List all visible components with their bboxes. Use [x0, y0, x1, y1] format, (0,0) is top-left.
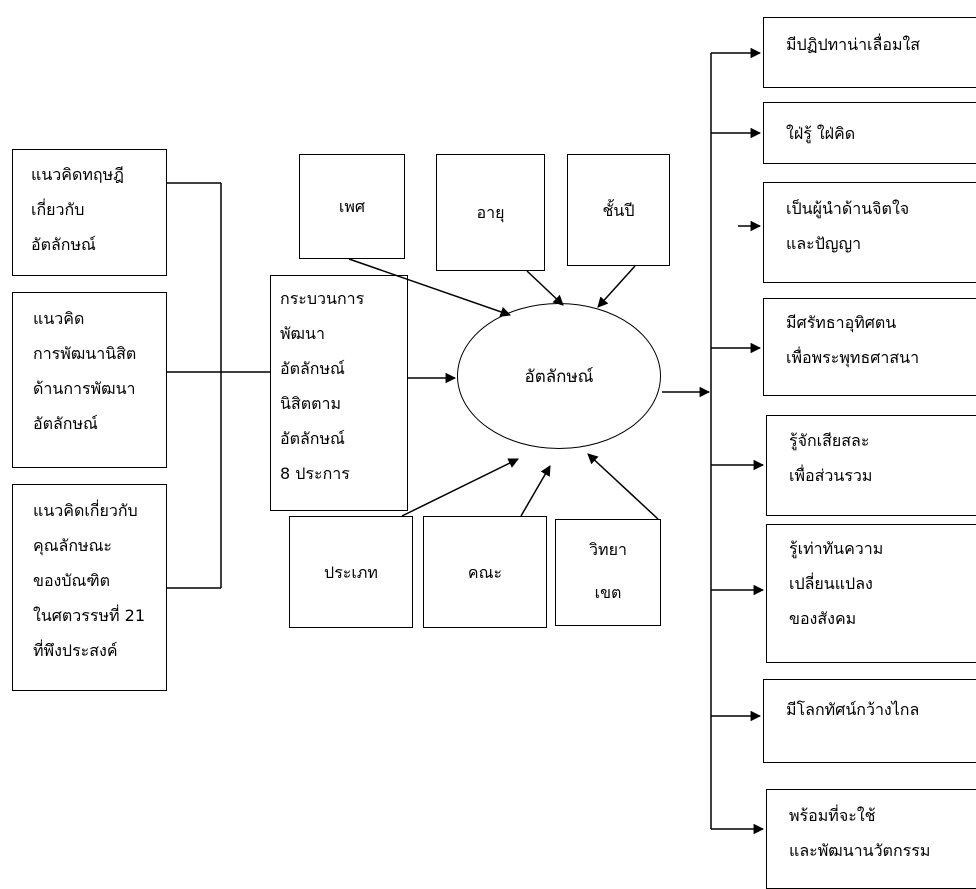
concept-line: ในศตวรรษที่ 21 — [33, 606, 146, 625]
concept-line: คุณลักษณะ — [33, 536, 113, 555]
outcome-line: มีโลกทัศน์กว้างไกล — [786, 700, 920, 719]
concept-box-theory: แนวคิดทฤษฎี เกี่ยวกับ อัตลักษณ์ — [12, 149, 167, 276]
concept-line: ด้านการพัฒนา — [33, 379, 136, 398]
outcome-line: รู้เท่าทันความ — [789, 539, 884, 558]
factor-label: เขต — [594, 583, 622, 602]
factor-label: วิทยา — [589, 540, 627, 559]
process-line: อัตลักษณ์ — [280, 429, 345, 448]
outcome-line: เป็นผู้นำด้านจิตใจ — [786, 199, 910, 218]
outcome-line: และพัฒนานวัตกรรม — [789, 841, 931, 860]
outcome-line: พร้อมที่จะใช้ — [789, 806, 876, 825]
arrow-faculty-to-center — [520, 465, 551, 517]
outcome-box-6: รู้เท่าทันความ เปลี่ยนแปลง ของสังคม — [766, 524, 976, 663]
factor-box-age: อายุ — [436, 154, 545, 271]
concept-box-development: แนวคิด การพัฒนานิสิต ด้านการพัฒนา อัตลัก… — [12, 292, 167, 468]
process-line: 8 ประการ — [280, 464, 350, 483]
outcome-line: และปัญญา — [786, 234, 862, 253]
factor-label: ชั้นปี — [602, 200, 635, 220]
process-line: อัตลักษณ์ — [280, 359, 345, 378]
concept-box-graduate-traits: แนวคิดเกี่ยวกับ คุณลักษณะ ของบัณฑิต ในศต… — [12, 484, 167, 691]
arrow-type-to-center — [401, 458, 519, 517]
concept-line: ที่พึงประสงค์ — [33, 641, 118, 660]
factor-label: อายุ — [476, 203, 505, 222]
factor-box-gender: เพศ — [299, 154, 405, 259]
concept-line: แนวคิด — [33, 309, 85, 328]
factor-label: ประเภท — [324, 562, 378, 582]
identity-ellipse: อัตลักษณ์ — [457, 303, 661, 449]
outcome-line: เพื่อส่วนรวม — [789, 466, 873, 485]
concept-line: ของบัณฑิต — [33, 571, 111, 590]
factor-box-faculty: คณะ — [423, 516, 547, 628]
outcome-line: ของสังคม — [789, 609, 857, 628]
arrow-age-to-center — [526, 270, 564, 306]
arrow-campus-to-center — [587, 453, 659, 520]
process-line: กระบวนการ — [280, 289, 365, 308]
process-line: พัฒนา — [280, 324, 325, 343]
concept-line: เกี่ยวกับ — [31, 200, 85, 219]
arrow-gender-to-center — [348, 258, 511, 317]
outcome-box-8: พร้อมที่จะใช้ และพัฒนานวัตกรรม — [766, 789, 976, 889]
identity-label: อัตลักษณ์ — [524, 366, 594, 387]
outcome-box-2: ใฝ่รู้ ใฝ่คิด — [763, 102, 976, 164]
outcome-line: ใฝ่รู้ ใฝ่คิด — [786, 124, 856, 143]
outcome-box-3: เป็นผู้นำด้านจิตใจ และปัญญา — [763, 182, 976, 283]
outcome-box-7: มีโลกทัศน์กว้างไกล — [763, 679, 976, 763]
factor-box-campus: วิทยา เขต — [555, 519, 661, 626]
outcome-box-4: มีศรัทธาอุทิศตน เพื่อพระพุทธศาสนา — [763, 298, 976, 396]
outcome-box-5: รู้จักเสียสละ เพื่อส่วนรวม — [766, 415, 976, 516]
process-box: กระบวนการ พัฒนา อัตลักษณ์ นิสิตตาม อัตลั… — [270, 275, 408, 511]
process-line: นิสิตตาม — [280, 394, 342, 413]
outcome-line: รู้จักเสียสละ — [789, 431, 870, 450]
concept-line: แนวคิดเกี่ยวกับ — [33, 501, 138, 520]
concept-line: อัตลักษณ์ — [33, 414, 98, 433]
arrow-year-to-center — [597, 265, 636, 308]
outcome-box-1: มีปฏิปทาน่าเลื่อมใส — [763, 17, 976, 88]
factor-box-year: ชั้นปี — [567, 154, 670, 266]
concept-line: อัตลักษณ์ — [31, 235, 96, 254]
outcome-line: เปลี่ยนแปลง — [789, 574, 873, 593]
concept-line: การพัฒนานิสิต — [33, 344, 137, 363]
factor-label: เพศ — [338, 197, 366, 216]
outcome-line: มีปฏิปทาน่าเลื่อมใส — [786, 35, 921, 54]
factor-box-type: ประเภท — [289, 516, 413, 628]
concept-line: แนวคิดทฤษฎี — [31, 165, 124, 184]
outcome-line: เพื่อพระพุทธศาสนา — [786, 348, 920, 367]
outcome-line: มีศรัทธาอุทิศตน — [786, 313, 897, 332]
factor-label: คณะ — [467, 562, 503, 582]
